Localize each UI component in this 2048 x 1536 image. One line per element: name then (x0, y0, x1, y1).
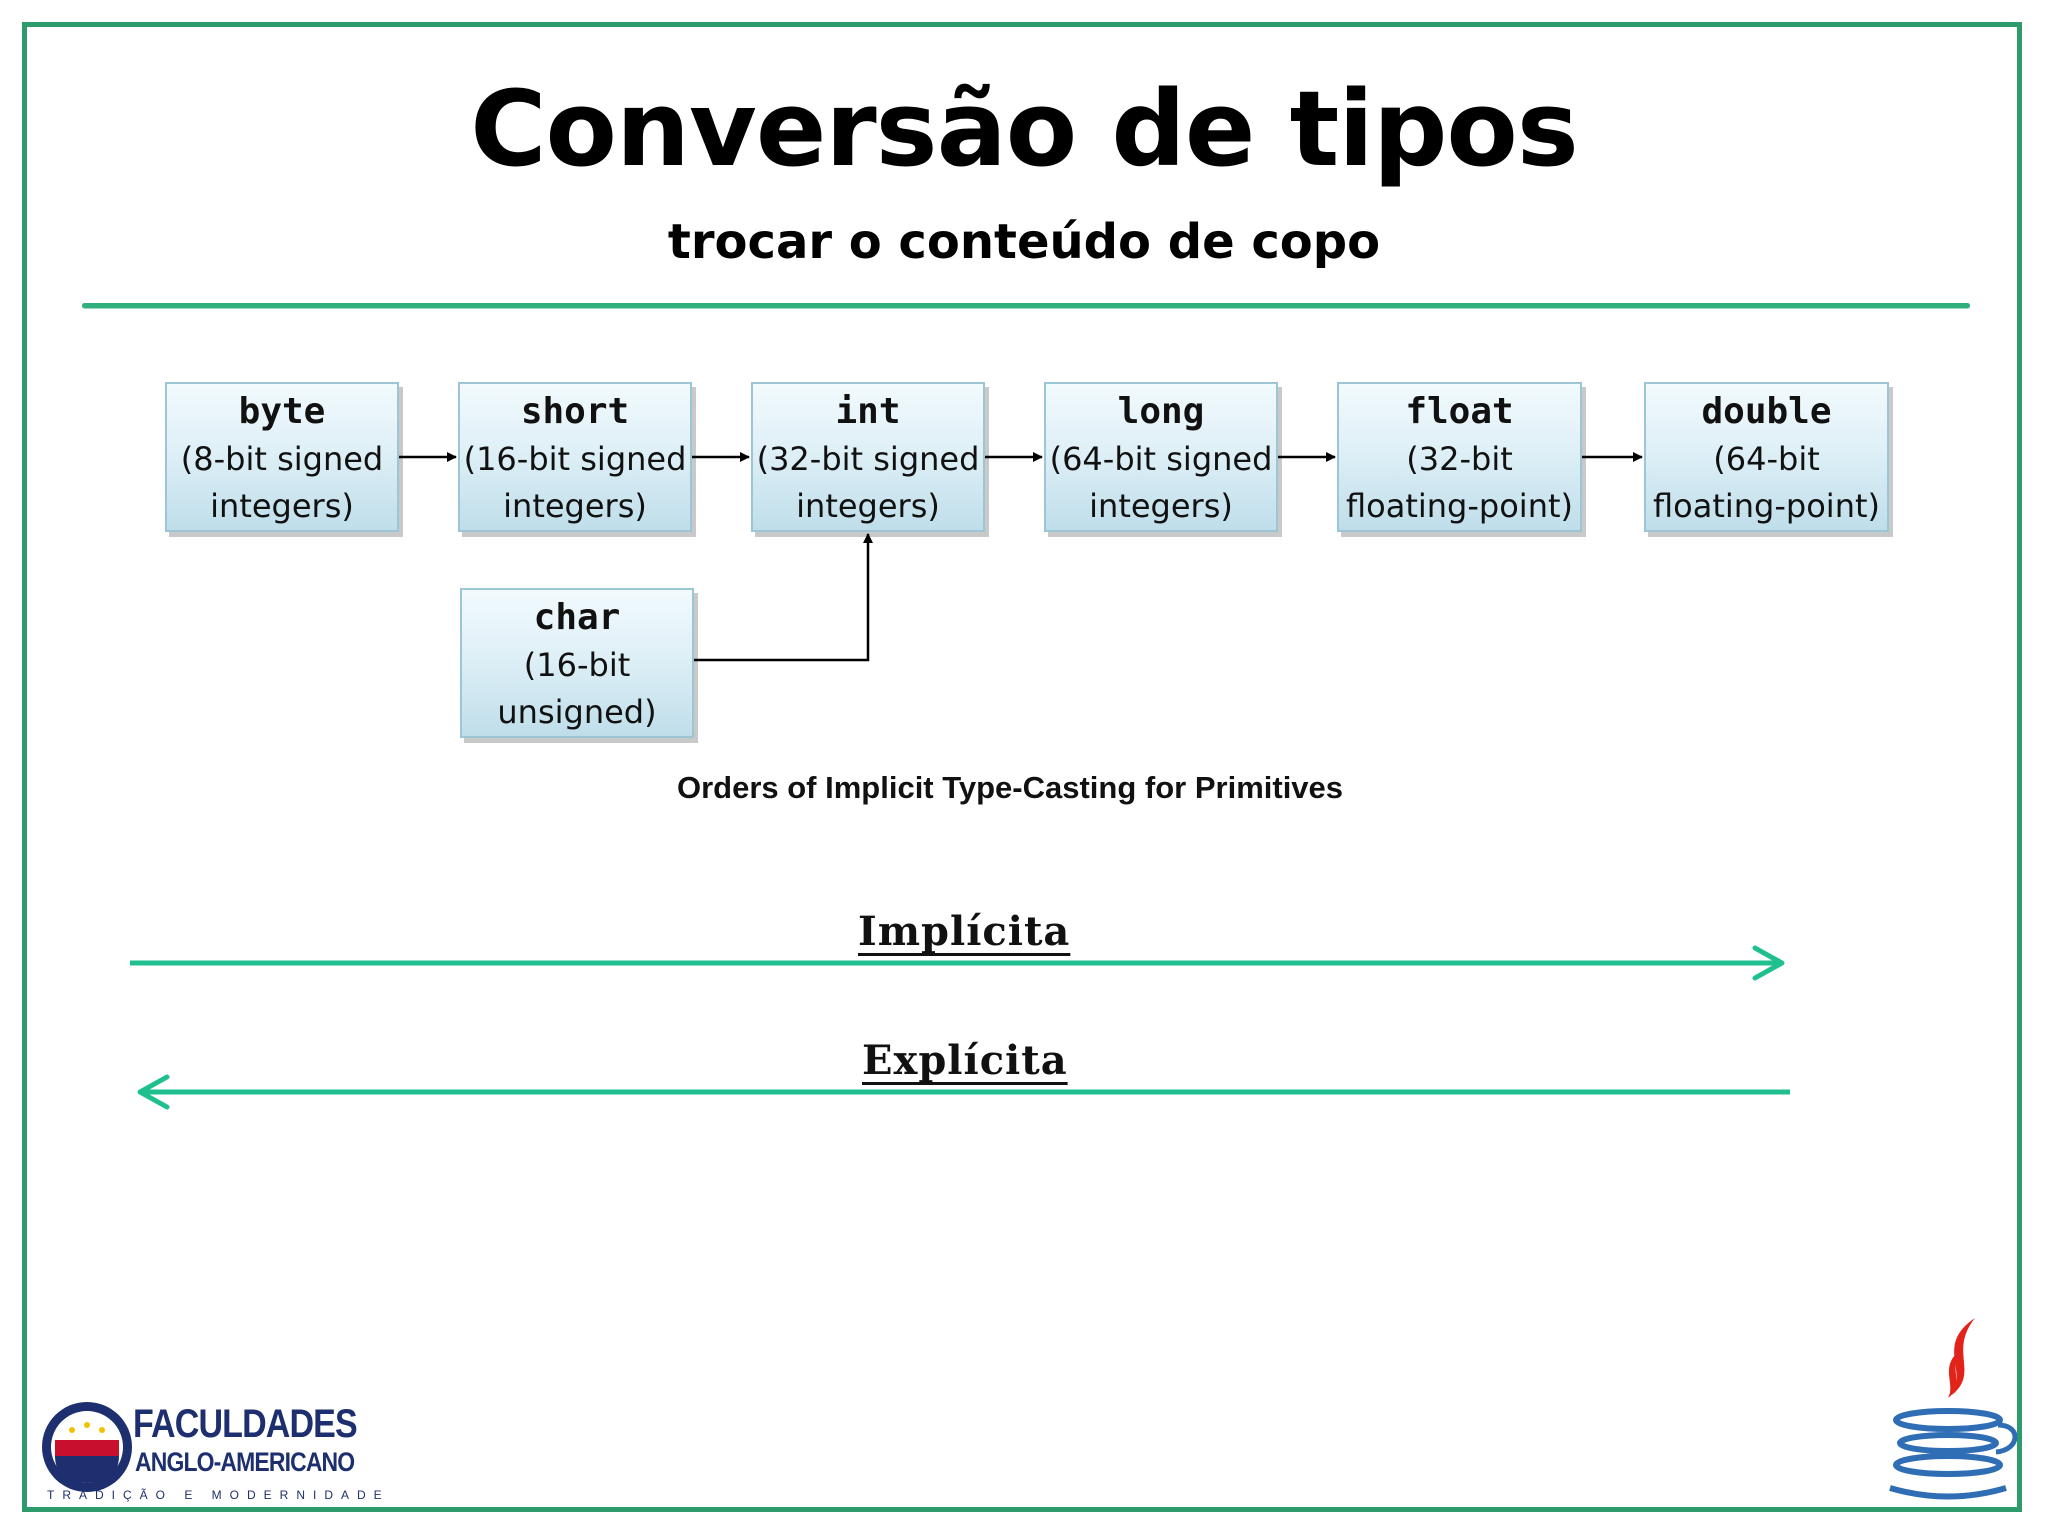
diagram-caption: Orders of Implicit Type-Casting for Prim… (676, 770, 1344, 805)
node-double: double (64-bit floating-point) (1644, 382, 1889, 532)
node-short: short (16-bit signed integers) (458, 382, 692, 532)
node-byte-desc2: integers) (210, 487, 354, 525)
node-float-desc2: floating-point) (1345, 487, 1573, 525)
slide-subtitle: trocar o conteúdo de copo (667, 214, 1381, 270)
node-double-desc2: floating-point) (1652, 487, 1880, 525)
node-byte: byte (8-bit signed integers) (165, 382, 399, 532)
node-byte-type: byte (238, 391, 326, 432)
title-divider (82, 303, 1970, 308)
node-char-type: char (533, 597, 621, 638)
logo-line1: FACULDADES (133, 1402, 358, 1446)
node-double-type: double (1701, 391, 1832, 432)
slide-title: Conversão de tipos (470, 68, 1579, 190)
node-byte-desc1: (8-bit signed (180, 440, 384, 478)
node-int-desc1: (32-bit signed (756, 440, 980, 478)
node-long-type: long (1117, 391, 1205, 432)
node-double-desc1: (64-bit (1713, 440, 1820, 478)
node-char: char (16-bit unsigned) (460, 588, 694, 738)
node-short-desc1: (16-bit signed (463, 440, 687, 478)
node-char-desc1: (16-bit (523, 646, 631, 684)
node-short-type: short (520, 391, 630, 432)
node-long-desc1: (64-bit signed (1049, 440, 1273, 478)
logo-line2: ANGLO-AMERICANO (135, 1447, 355, 1477)
faculdades-logo-emblem (42, 1402, 132, 1492)
node-int: int (32-bit signed integers) (751, 382, 985, 532)
edge-char-int (694, 533, 873, 662)
node-float-desc1: (32-bit (1406, 440, 1513, 478)
node-long-desc2: integers) (1089, 487, 1233, 525)
explicit-arrowhead (137, 1074, 170, 1110)
node-char-desc2: unsigned) (497, 693, 657, 731)
implicit-arrowhead (1752, 945, 1785, 981)
node-long: long (64-bit signed integers) (1044, 382, 1278, 532)
node-float-type: float (1405, 391, 1514, 432)
node-short-desc2: integers) (503, 487, 647, 525)
node-int-type: int (835, 391, 901, 432)
java-coffee-cup-icon (1889, 1318, 2018, 1500)
node-int-desc2: integers) (796, 487, 940, 525)
explicit-label: Explícita (862, 1037, 1068, 1084)
node-float: float (32-bit floating-point) (1337, 382, 1582, 532)
slide-frame (22, 22, 2022, 1512)
logo-tagline: TRADIÇÃO E MODERNIDADE (47, 1488, 390, 1502)
implicit-label: Implícita (858, 908, 1071, 955)
